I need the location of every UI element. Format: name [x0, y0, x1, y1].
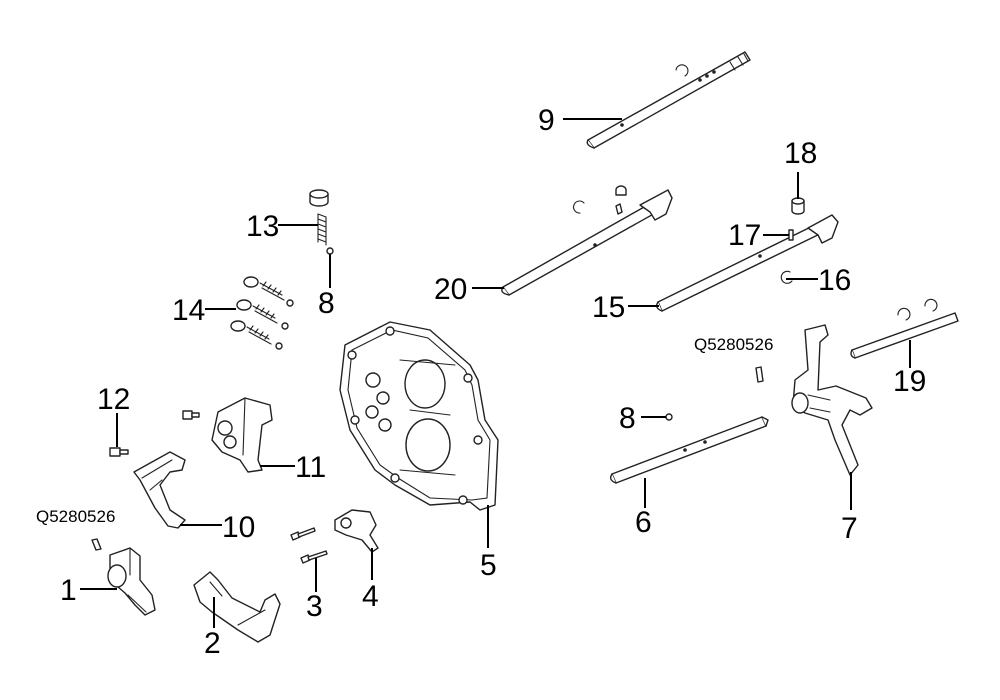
callout-11: 11: [295, 451, 326, 484]
part-8-ball-lower: [665, 413, 673, 421]
callout-9: 9: [538, 104, 555, 137]
callout-18: 18: [784, 137, 817, 170]
callout-14: 14: [172, 294, 205, 327]
part-q5280526-pin-left: [91, 538, 102, 551]
callout-7: 7: [841, 512, 858, 545]
callout-4: 4: [362, 580, 379, 613]
part-17-pin: [788, 229, 794, 241]
part-5-case: [339, 321, 499, 511]
part-number-right: Q5280526: [694, 335, 773, 354]
callout-12: 12: [97, 383, 130, 416]
callout-2: 2: [204, 627, 221, 660]
part-13-plug-spring: [309, 189, 329, 246]
small-bolt: [182, 410, 200, 420]
part-6-shift-rail: [609, 416, 769, 484]
part-18-plug: [791, 197, 805, 215]
callout-20: 20: [434, 273, 467, 306]
callout-16: 16: [818, 264, 851, 297]
part-q5280526-pin-right: [755, 366, 764, 383]
callout-10: 10: [222, 511, 255, 544]
part-8-ball-upper: [326, 247, 334, 255]
callout-8-lower: 8: [619, 402, 636, 435]
callout-17: 17: [728, 219, 761, 252]
part-11-shift-fork: [211, 397, 273, 473]
callout-13: 13: [246, 210, 279, 243]
callout-6: 6: [635, 506, 652, 539]
part-12-bolt: [109, 447, 129, 457]
callout-15: 15: [592, 291, 625, 324]
part-10-shift-fork: [133, 451, 186, 529]
part-16-clip: [780, 270, 793, 284]
part-1-shift-lever: [107, 547, 156, 616]
part-number-left: Q5280526: [36, 507, 115, 526]
part-2-shift-fork: [193, 571, 281, 643]
part-9-shift-rail: [586, 51, 751, 149]
callout-3: 3: [306, 590, 323, 623]
part-4-interlock-lever: [334, 509, 379, 553]
part-19-rail: [850, 298, 959, 359]
callout-1: 1: [60, 574, 77, 607]
callout-19: 19: [893, 365, 926, 398]
part-20-shift-rail: [501, 185, 673, 296]
callout-8-upper: 8: [318, 287, 335, 320]
part-14-spring-set: [230, 276, 294, 350]
part-7-shift-fork: [791, 324, 873, 476]
part-15-shift-rail: [655, 214, 839, 312]
callout-5: 5: [480, 549, 497, 582]
part-3-bolts: [290, 527, 328, 564]
